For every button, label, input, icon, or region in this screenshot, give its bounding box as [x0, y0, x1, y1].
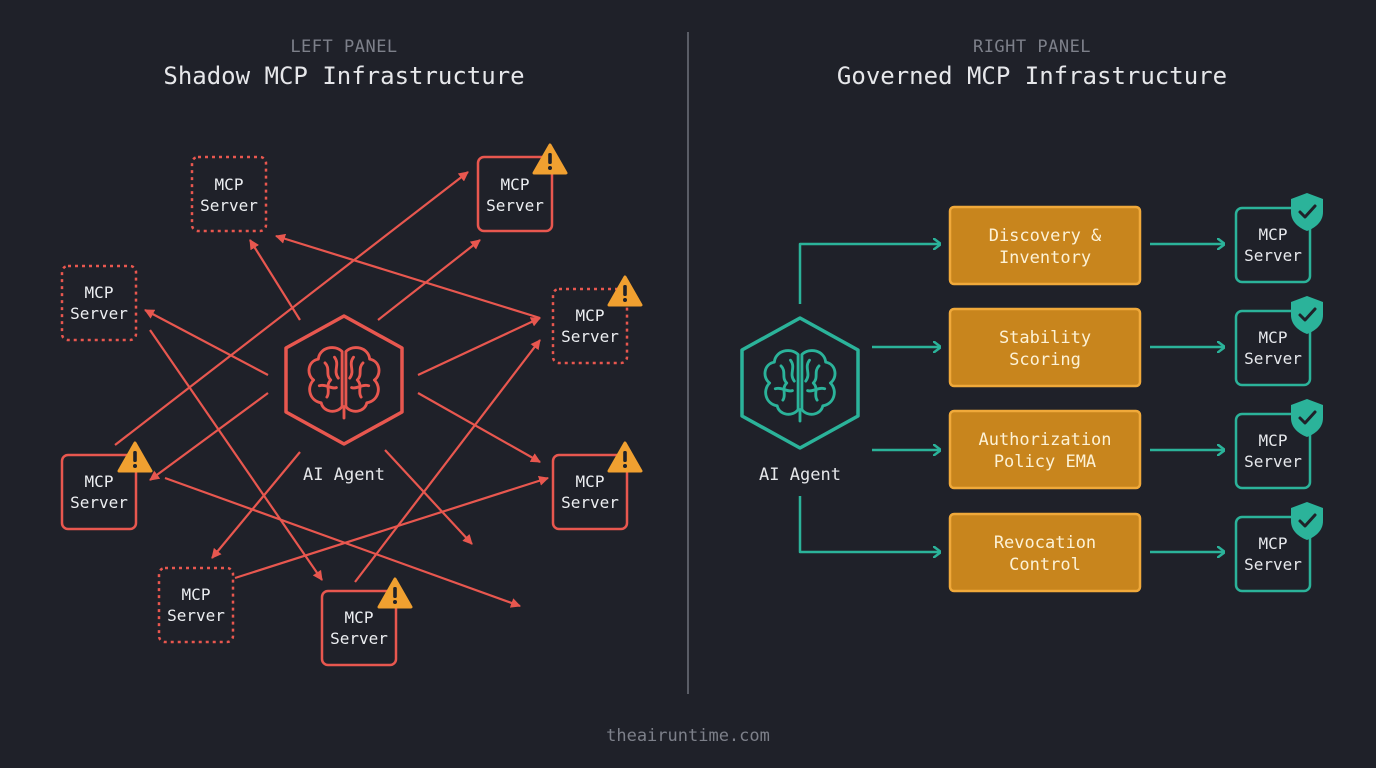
server-label-line1: MCP: [1259, 328, 1288, 347]
shadow-arrow: [149, 392, 269, 481]
governed-ai-agent: AI Agent: [740, 316, 860, 485]
shadow-arrow: [275, 233, 541, 320]
footer-credit: theairuntime.com: [606, 726, 770, 746]
warning-icon: [607, 441, 643, 473]
server-label-line2: Server: [330, 629, 388, 648]
shadow-arrow: [249, 239, 301, 321]
right-panel-title: Governed MCP Infrastructure: [837, 62, 1227, 90]
server-label-line1: MCP: [1259, 534, 1288, 553]
server-label-line1: MCP: [1259, 431, 1288, 450]
server-label-line2: Server: [70, 304, 128, 323]
warning-icon: [117, 441, 153, 473]
warning-icon: [532, 143, 568, 175]
shadow-server-8: MCP Server: [320, 577, 413, 667]
shadow-ai-agent: AI Agent: [284, 314, 404, 485]
server-label-line1: MCP: [182, 585, 211, 604]
agent-hexagon: [740, 316, 860, 450]
server-label-line1: MCP: [85, 472, 114, 491]
step-label-line1: Authorization: [978, 430, 1111, 450]
right-panel-label: RIGHT PANEL: [973, 37, 1091, 57]
step-discovery: Discovery & Inventory: [948, 205, 1142, 286]
server-label-line2: Server: [561, 327, 619, 346]
warning-icon: [607, 275, 643, 307]
server-label-line2: Server: [1244, 452, 1302, 471]
governed-connections: [798, 244, 1224, 552]
left-panel-title: Shadow MCP Infrastructure: [163, 62, 524, 90]
shadow-arrow: [211, 451, 301, 559]
shield-check-icon: [1289, 191, 1325, 233]
server-label-line2: Server: [70, 493, 128, 512]
shadow-arrow: [417, 392, 541, 463]
left-panel-label: LEFT PANEL: [290, 37, 397, 57]
step-stability: Stability Scoring: [948, 307, 1142, 388]
shadow-server-7: MCP Server: [157, 566, 235, 644]
shadow-arrow: [384, 449, 473, 545]
server-label-line2: Server: [167, 606, 225, 625]
shadow-arrow: [114, 171, 469, 446]
shadow-arrow: [164, 476, 521, 608]
shadow-server-4: MCP Server: [551, 275, 643, 365]
step-label-line1: Stability: [999, 328, 1091, 348]
right-agent-label: AI Agent: [759, 465, 841, 485]
brain-icon: [763, 349, 837, 423]
shadow-arrow: [377, 239, 481, 321]
server-label-line2: Server: [1244, 349, 1302, 368]
governed-server-3: MCP Server: [1234, 397, 1325, 490]
agent-hexagon: [284, 314, 404, 446]
step-label-line1: Revocation: [994, 533, 1096, 553]
shadow-arrow: [144, 309, 269, 376]
shadow-connections: [114, 171, 549, 608]
server-label-line1: MCP: [501, 175, 530, 194]
shadow-server-1: MCP Server: [190, 155, 268, 233]
server-label-line2: Server: [1244, 555, 1302, 574]
shield-check-icon: [1289, 397, 1325, 439]
server-label-line2: Server: [1244, 246, 1302, 265]
shadow-arrow: [417, 317, 541, 376]
step-label-line2: Control: [1009, 555, 1081, 575]
shadow-server-5: MCP Server: [60, 441, 153, 531]
governed-server-2: MCP Server: [1234, 294, 1325, 387]
shadow-server-2: MCP Server: [476, 143, 568, 233]
warning-icon: [377, 577, 413, 609]
step-label-line1: Discovery &: [989, 226, 1102, 246]
step-label-line2: Policy EMA: [994, 452, 1096, 472]
server-label-line1: MCP: [215, 175, 244, 194]
connector-revocation: [798, 496, 940, 552]
governed-server-1: MCP Server: [1234, 191, 1325, 284]
step-revocation: Revocation Control: [948, 512, 1142, 593]
brain-icon: [307, 346, 381, 420]
shadow-arrow: [354, 339, 541, 583]
shadow-server-6: MCP Server: [551, 441, 643, 531]
governed-server-4: MCP Server: [1234, 500, 1325, 593]
left-agent-label: AI Agent: [303, 465, 385, 485]
shadow-arrow: [149, 329, 323, 581]
server-label-line2: Server: [200, 196, 258, 215]
server-label-line1: MCP: [345, 608, 374, 627]
server-label-line1: MCP: [85, 283, 114, 302]
step-label-line2: Inventory: [999, 248, 1091, 268]
connector-discovery: [798, 244, 940, 304]
server-label-line1: MCP: [576, 306, 605, 325]
server-label-line1: MCP: [1259, 225, 1288, 244]
server-label-line2: Server: [561, 493, 619, 512]
shield-check-icon: [1289, 500, 1325, 542]
step-authorization: Authorization Policy EMA: [948, 409, 1142, 490]
step-label-line2: Scoring: [1009, 350, 1081, 370]
shadow-arrow: [234, 475, 549, 580]
server-label-line1: MCP: [576, 472, 605, 491]
server-label-line2: Server: [486, 196, 544, 215]
shadow-server-3: MCP Server: [60, 264, 138, 342]
shield-check-icon: [1289, 294, 1325, 336]
